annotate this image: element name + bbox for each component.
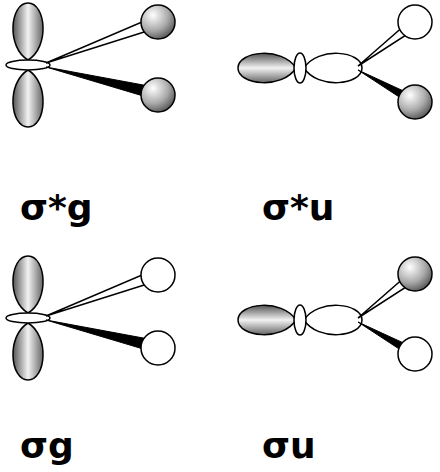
orbital-label: σ*u	[262, 190, 335, 226]
orbital-label: σ*g	[20, 190, 93, 226]
orbital-label: σu	[262, 428, 316, 464]
orbital-label: σg	[20, 428, 74, 464]
